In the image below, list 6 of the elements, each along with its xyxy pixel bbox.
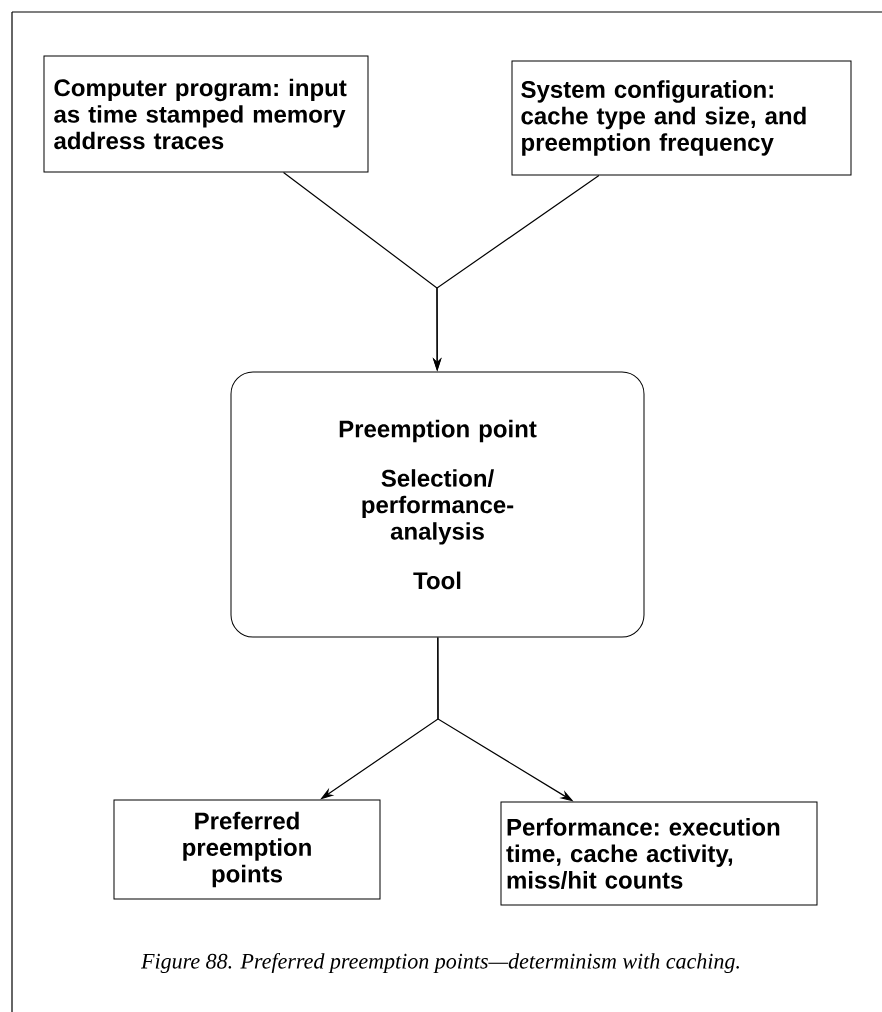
process-box: System configuration: cache type and size, and preemption frequency <box>511 60 852 176</box>
caption: Figure 88. Preferred preemption points—determinism with caching. <box>140 952 739 974</box>
process-box: Performance: execution time, cache activity, miss/hit counts <box>500 801 818 906</box>
process-box: Computer program: input as time stamped memory address traces <box>43 55 369 173</box>
tool-box: Preemption point Selection/ performance-analysis Tool <box>230 371 645 638</box>
process-box: Preferred preemption points <box>113 799 381 900</box>
